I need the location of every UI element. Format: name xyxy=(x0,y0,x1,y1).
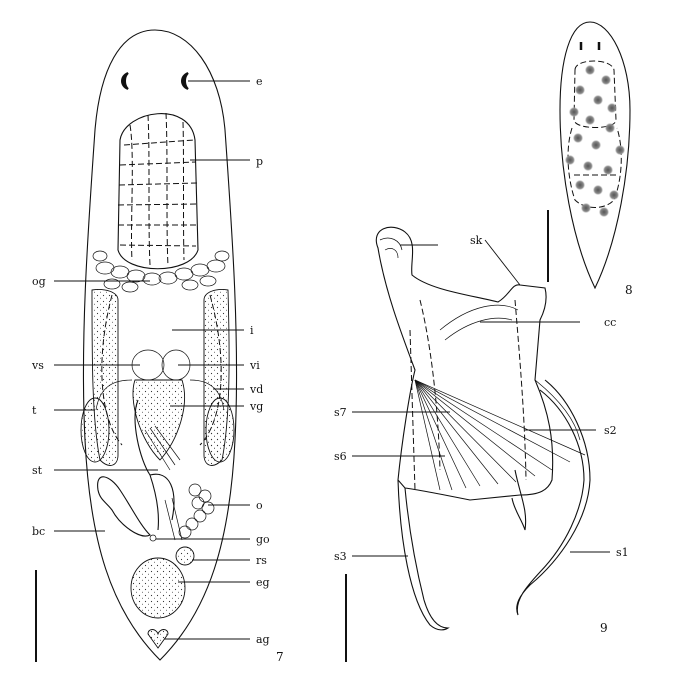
label-s6: s6 xyxy=(334,450,347,463)
label-e: e xyxy=(256,75,263,88)
eye-left xyxy=(121,72,129,90)
label-sk: sk xyxy=(470,234,483,247)
label-s3: s3 xyxy=(334,550,347,563)
pharynx-outline-8 xyxy=(573,60,617,128)
receptaculum-seminis xyxy=(175,546,195,566)
glands-og xyxy=(92,250,230,293)
label-vd: vd xyxy=(249,383,263,396)
figure-number-7: 7 xyxy=(276,650,284,664)
intestine-inner-left xyxy=(101,294,123,446)
figure-number-8: 8 xyxy=(625,283,633,297)
testis-left xyxy=(80,397,110,463)
adhesive-gland xyxy=(147,629,169,649)
label-vs: vs xyxy=(31,359,44,372)
label-og: og xyxy=(32,275,46,288)
label-ag: ag xyxy=(256,633,270,646)
stylet xyxy=(134,399,175,531)
egg xyxy=(130,557,186,619)
body-outline xyxy=(82,29,238,661)
label-s2: s2 xyxy=(604,424,617,437)
copulatory-organ xyxy=(132,379,185,461)
figure-8-habitus: 8 xyxy=(547,21,633,297)
bursa-copulatrix xyxy=(97,476,151,537)
label-rs: rs xyxy=(256,554,267,567)
label-st: st xyxy=(32,464,43,477)
label-p: p xyxy=(256,155,263,168)
stylet-s2 xyxy=(534,379,581,441)
eye-right xyxy=(181,72,189,90)
label-vg: vg xyxy=(249,400,263,413)
label-cc: cc xyxy=(604,316,616,329)
label-eg: eg xyxy=(256,576,270,589)
distal-hook xyxy=(511,469,527,531)
stylet-s3 xyxy=(397,479,450,631)
intestine-inner-right xyxy=(199,294,222,446)
pharynx xyxy=(117,112,199,270)
testis-right xyxy=(205,397,235,463)
label-vi: vi xyxy=(249,359,260,372)
label-s7: s7 xyxy=(334,406,347,419)
gut-outline-8 xyxy=(567,127,622,208)
label-o: o xyxy=(256,499,263,512)
sclerite-body xyxy=(375,226,554,501)
figure-9-copulatory-organ: sk cc s7 s2 s6 s3 s1 9 xyxy=(334,226,629,662)
label-bc: bc xyxy=(32,525,45,538)
label-t: t xyxy=(32,404,37,417)
label-s1: s1 xyxy=(616,546,629,559)
pigment-spots xyxy=(565,65,625,217)
ovary xyxy=(178,483,215,539)
gonopore xyxy=(149,534,157,542)
label-go: go xyxy=(256,533,270,546)
figure-number-9: 9 xyxy=(600,621,608,635)
stylet-s1 xyxy=(516,379,591,616)
figure-7-worm-anatomy: e p og i vs vi vd t vg st o bc go rs eg … xyxy=(31,29,284,664)
label-i: i xyxy=(250,324,254,337)
body-outline-8 xyxy=(559,21,631,290)
stylet-fan xyxy=(414,379,586,491)
